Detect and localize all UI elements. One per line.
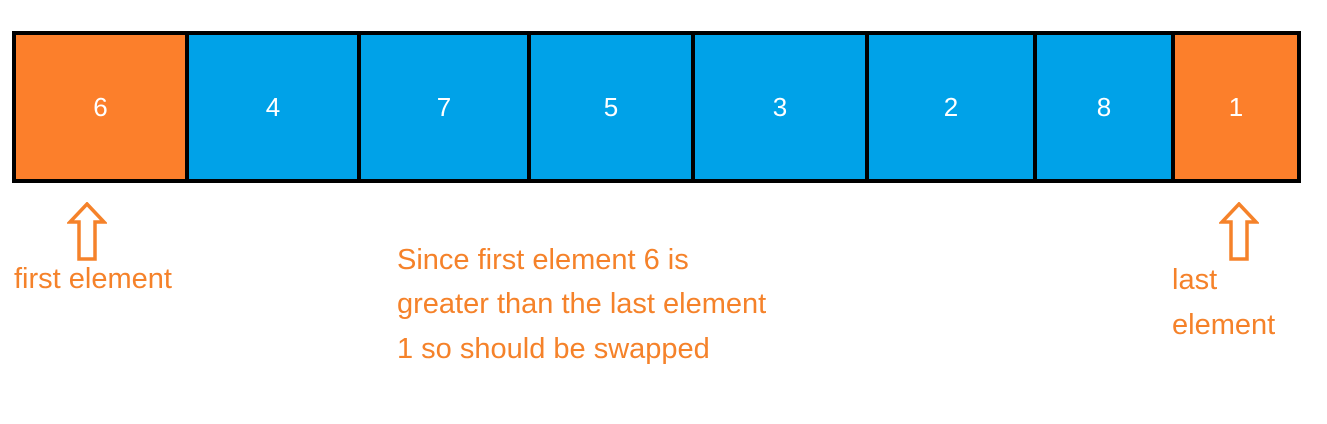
array-strip: 6 4 7 5 3 2 8 1 <box>12 31 1301 183</box>
array-cell-7: 1 <box>1175 35 1297 179</box>
array-cell-1: 4 <box>189 35 357 179</box>
last-element-arrow-icon <box>1219 202 1259 261</box>
array-cell-6: 8 <box>1037 35 1171 179</box>
array-cell-4: 3 <box>695 35 865 179</box>
swap-note-line2: greater than the last element <box>397 288 767 320</box>
swap-note-line1: Since first element 6 is <box>397 244 689 276</box>
swap-note-line3: 1 so should be swapped <box>397 333 710 365</box>
array-cell-0: 6 <box>16 35 185 179</box>
first-element-arrow-icon <box>67 202 107 261</box>
last-element-label-line1: last <box>1172 264 1218 296</box>
array-cell-5: 2 <box>869 35 1033 179</box>
last-element-label-line2: element <box>1172 309 1276 341</box>
array-cell-3: 5 <box>531 35 691 179</box>
array-cell-2: 7 <box>361 35 527 179</box>
first-element-label: first element <box>14 263 172 295</box>
